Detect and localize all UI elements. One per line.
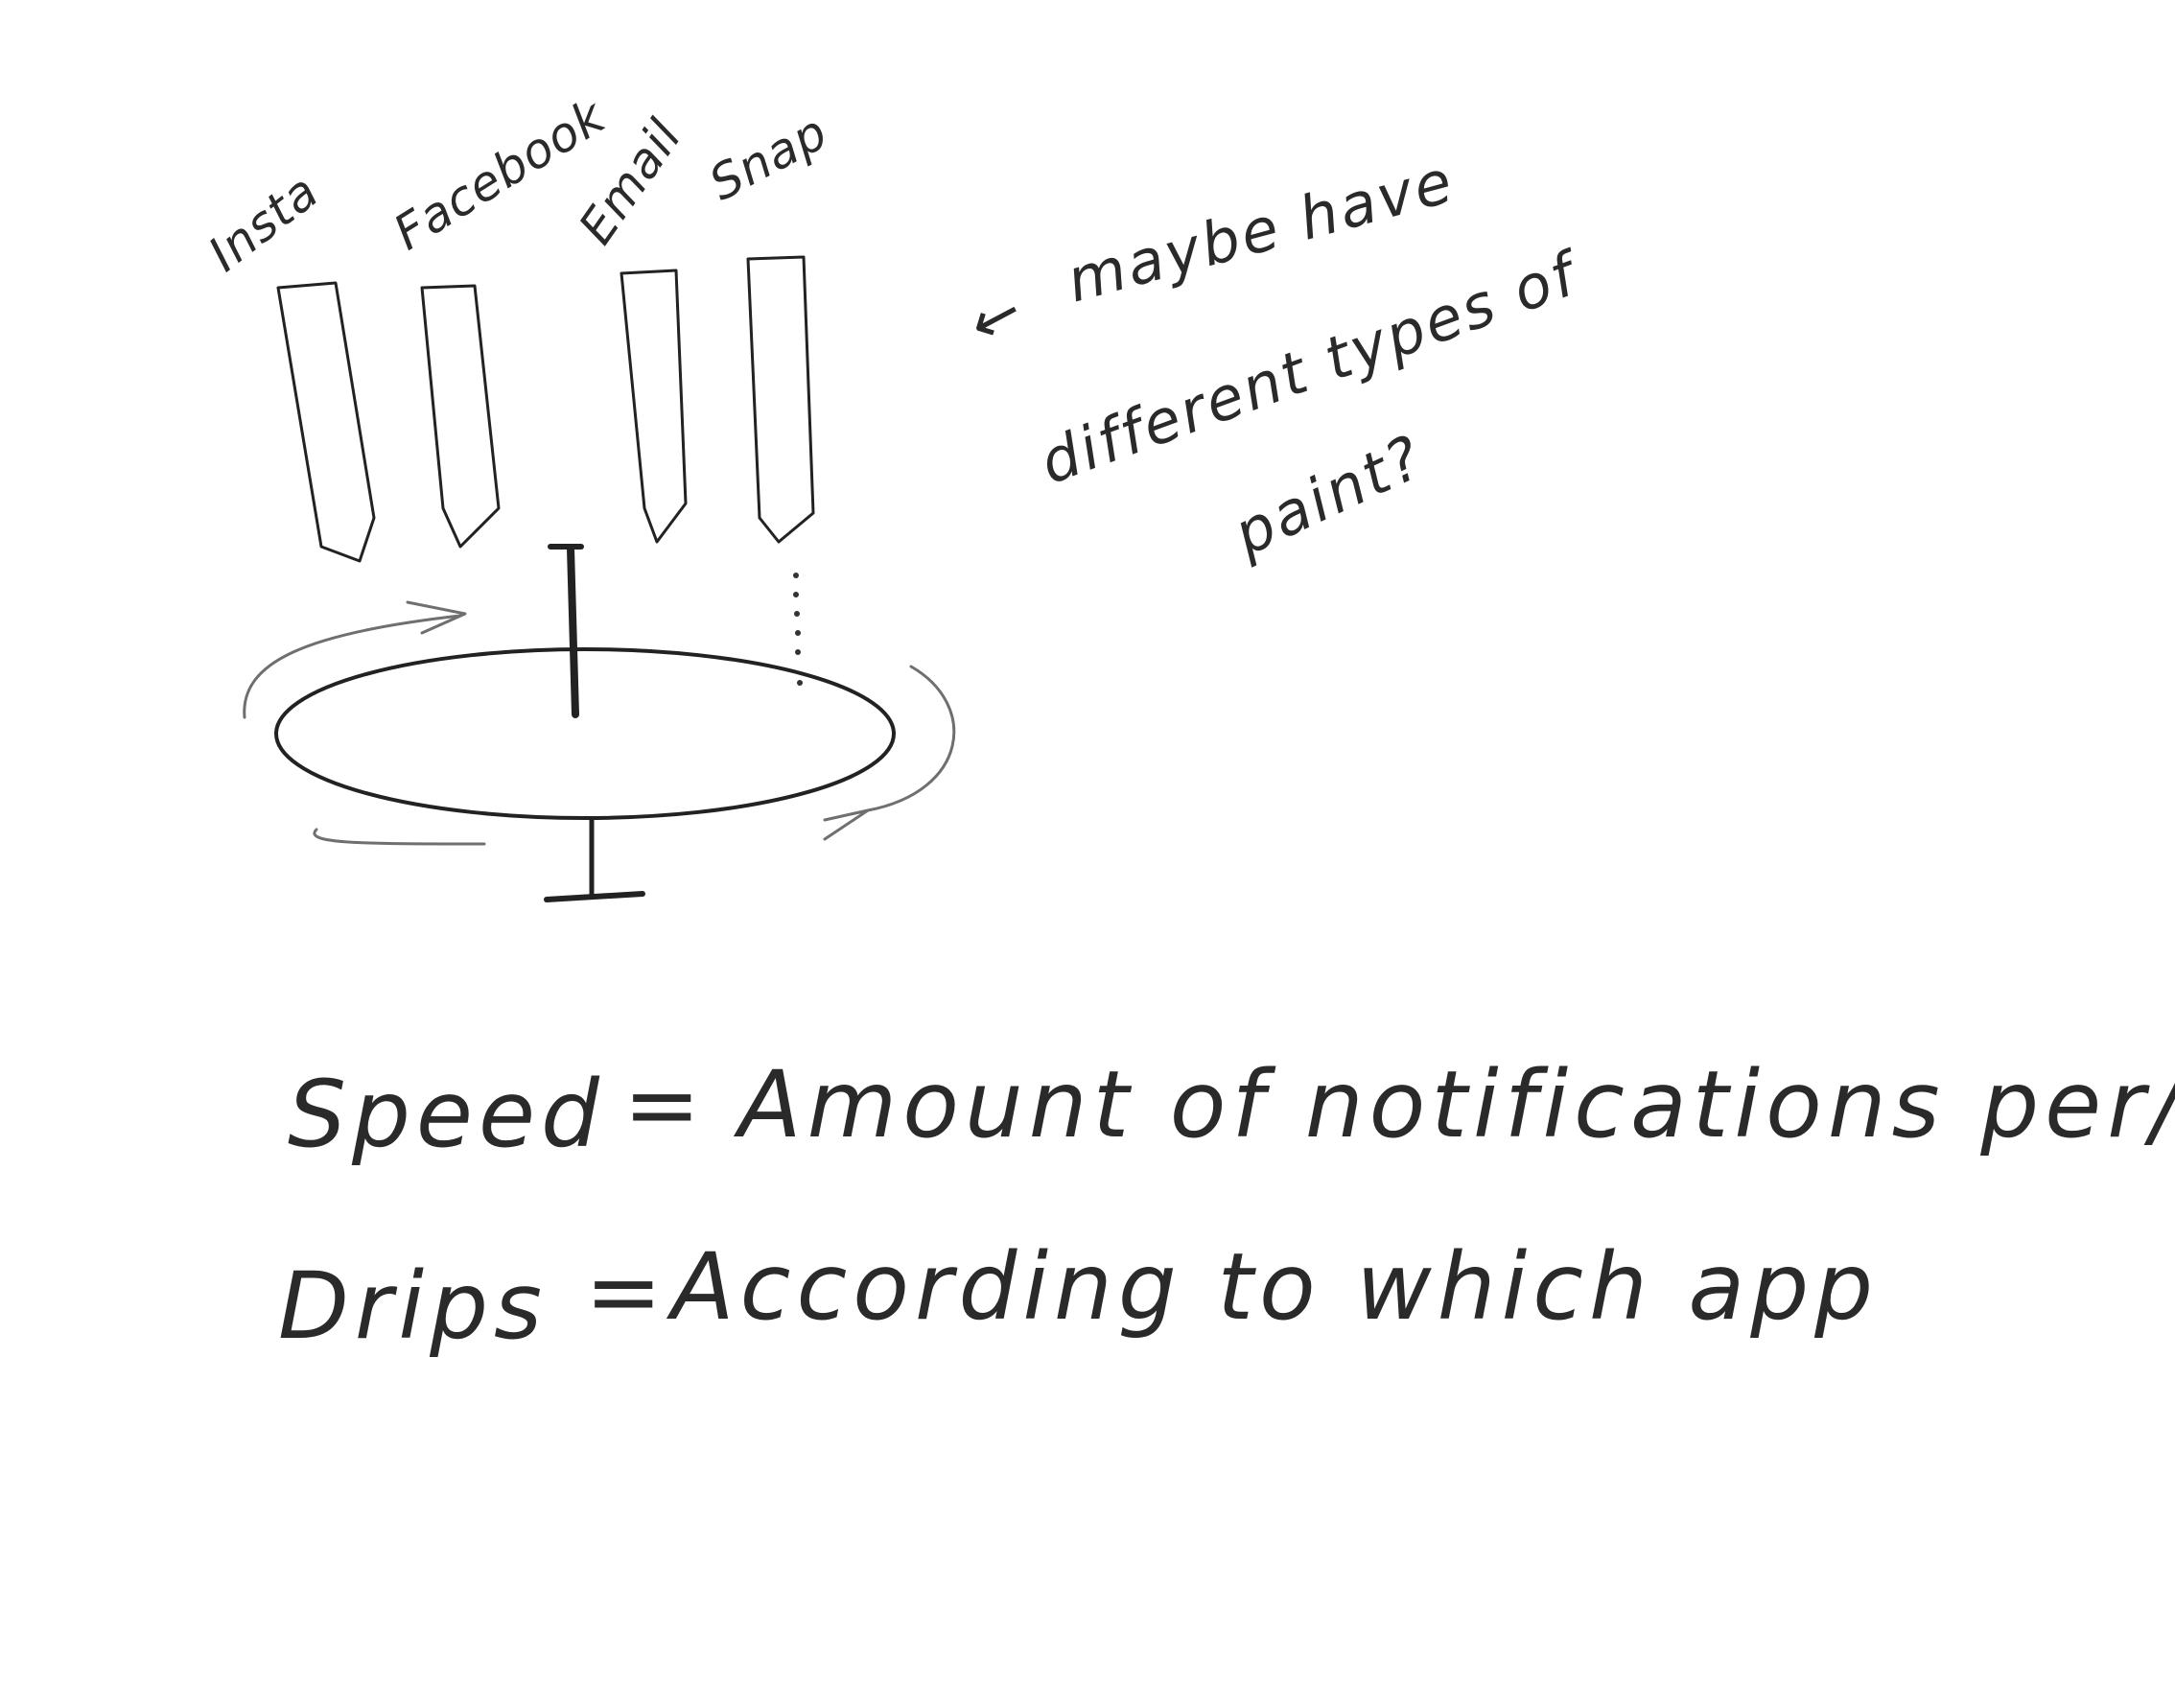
annotation-arrow: ←	[957, 273, 1037, 360]
pencil-snap	[746, 255, 815, 544]
speed-equals: =	[623, 1051, 706, 1158]
drips-definition: According to which app	[666, 1233, 1879, 1341]
definitions: Speed = Amount of notifications per/hr D…	[278, 1051, 2175, 1360]
annotation-line-1: maybe have	[1060, 146, 1462, 316]
annotation-note: ← maybe have different types of paint?	[957, 146, 1591, 570]
drips-term: Drips	[278, 1252, 548, 1360]
speed-term: Speed	[288, 1061, 605, 1168]
pencil-label-facebook: Facebook	[385, 87, 617, 261]
speed-definition: Amount of notifications per/hr	[733, 1051, 2175, 1158]
pencil-label-insta: Insta	[199, 163, 329, 282]
pencil-insta	[276, 281, 376, 563]
spinning-canvas	[274, 544, 896, 902]
annotation-line-3: paint?	[1223, 421, 1435, 570]
pencil-label-snap: Snap	[700, 104, 836, 211]
rotation-arrows	[243, 600, 956, 846]
drip-dots	[793, 573, 803, 686]
pencil-facebook	[420, 284, 501, 549]
drips-equals: =	[585, 1238, 667, 1345]
pencil-email	[620, 269, 688, 544]
